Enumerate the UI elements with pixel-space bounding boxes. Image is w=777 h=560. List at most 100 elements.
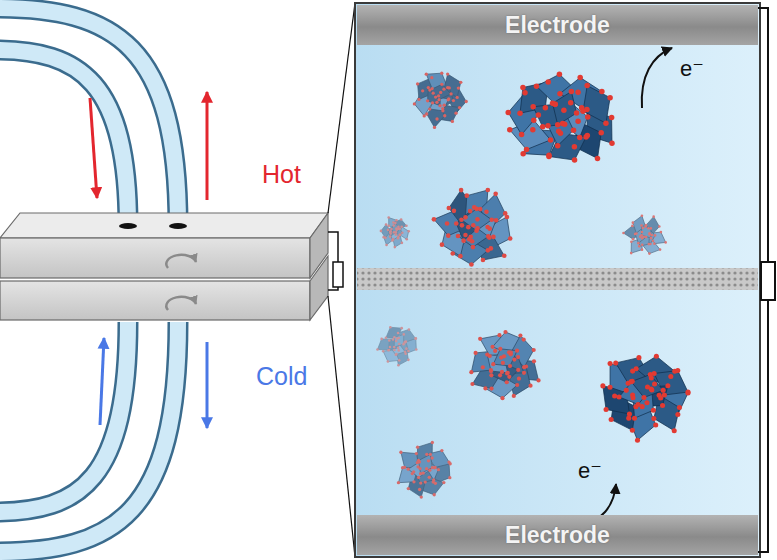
- oxygen-atom: [642, 227, 645, 230]
- oxygen-atom: [397, 364, 400, 367]
- oxygen-atom: [461, 238, 466, 243]
- oxygen-atom: [632, 221, 635, 224]
- oxygen-atom: [408, 328, 411, 331]
- oxygen-atom: [385, 336, 388, 339]
- oxygen-atom: [598, 130, 604, 136]
- oxygen-atom: [407, 359, 410, 362]
- oxygen-atom: [500, 396, 504, 400]
- oxygen-atom: [428, 88, 431, 91]
- oxygen-atom: [675, 412, 680, 417]
- oxygen-atom: [494, 218, 499, 223]
- tube-port: [169, 223, 187, 229]
- octahedron: [553, 92, 577, 125]
- oxygen-atom: [624, 388, 629, 393]
- polyoxometalate-cluster: [469, 330, 540, 400]
- tube-outline: [0, 322, 178, 552]
- oxygen-atom: [660, 403, 665, 408]
- oxygen-atom: [651, 408, 656, 413]
- oxygen-atom: [631, 225, 634, 228]
- oxygen-atom: [434, 95, 437, 98]
- oxygen-atom: [405, 340, 408, 343]
- oxygen-atom: [474, 228, 479, 233]
- oxygen-atom: [530, 127, 536, 133]
- oxygen-atom: [402, 343, 405, 346]
- flow-arrow: [206, 92, 209, 200]
- oxygen-atom: [522, 371, 526, 375]
- oxygen-atom: [540, 124, 546, 130]
- circulation-arrow: [166, 255, 196, 268]
- octahedron: [386, 327, 402, 338]
- oxygen-atom: [659, 248, 662, 251]
- oxygen-atom: [442, 481, 445, 484]
- oxygen-atom: [508, 236, 513, 241]
- oxygen-atom: [448, 86, 451, 89]
- electrode-label: Electrode: [505, 12, 610, 39]
- oxygen-atom: [440, 72, 443, 75]
- oxygen-atom: [398, 227, 401, 230]
- block-top-face: [0, 213, 328, 238]
- oxygen-atom: [532, 359, 536, 363]
- oxygen-atom: [612, 393, 617, 398]
- octahedron: [631, 375, 663, 398]
- oxygen-atom: [640, 234, 643, 237]
- oxygen-atom: [650, 237, 653, 240]
- oxygen-atom: [397, 347, 400, 350]
- oxygen-atom: [426, 99, 429, 102]
- tube-outline: [0, 8, 178, 226]
- oxygen-atom: [640, 224, 643, 227]
- block-side-face: [310, 256, 328, 320]
- oxygen-atom: [652, 381, 657, 386]
- oxygen-atom: [536, 378, 540, 382]
- oxygen-atom: [545, 79, 551, 85]
- oxygen-atom: [485, 188, 490, 193]
- oxygen-atom: [503, 330, 507, 334]
- oxygen-atom: [647, 243, 650, 246]
- electrode-label: Electrode: [505, 522, 610, 549]
- oxygen-atom: [420, 495, 423, 498]
- oxygen-atom: [429, 453, 432, 456]
- oxygen-atom: [661, 388, 666, 393]
- oxygen-atom: [489, 369, 493, 373]
- oxygen-atom: [469, 262, 474, 267]
- oxygen-atom: [387, 229, 390, 232]
- oxygen-atom: [460, 223, 465, 228]
- oxygen-atom: [393, 349, 396, 352]
- oxygen-atom: [548, 137, 554, 143]
- oxygen-atom: [634, 233, 637, 236]
- oxygen-atom: [531, 117, 537, 123]
- oxygen-atom: [455, 96, 458, 99]
- oxygen-atom: [388, 339, 391, 342]
- oxygen-atom: [630, 240, 633, 243]
- oxygen-atom: [428, 476, 431, 479]
- oxygen-atom: [490, 345, 494, 349]
- oxygen-atom: [387, 349, 390, 352]
- octahedron: [493, 349, 517, 366]
- oxygen-atom: [401, 242, 404, 245]
- oxygen-atom: [463, 233, 468, 238]
- tube-outline: [0, 322, 128, 512]
- oxygen-atom: [387, 360, 390, 363]
- oxygen-atom: [469, 370, 473, 374]
- oxygen-atom: [430, 76, 433, 79]
- oxygen-atom: [550, 101, 556, 107]
- oxygen-atom: [644, 400, 649, 405]
- oxygen-atom: [600, 383, 605, 388]
- oxygen-atom: [397, 349, 400, 352]
- oxygen-atom: [388, 349, 391, 352]
- oxygen-atom: [393, 246, 396, 249]
- oxygen-atom: [651, 416, 656, 421]
- oxygen-atom: [398, 343, 401, 346]
- oxygen-atom: [439, 91, 442, 94]
- oxygen-atom: [520, 85, 526, 91]
- cell-panel: [355, 3, 760, 557]
- oxygen-atom: [599, 89, 605, 95]
- oxygen-atom: [412, 480, 415, 483]
- polyoxometalate-cluster: [432, 188, 513, 267]
- oxygen-atom: [433, 493, 436, 496]
- oxygen-atom: [489, 387, 493, 391]
- oxygen-atom: [442, 88, 445, 91]
- oxygen-atom: [402, 333, 405, 336]
- oxygen-atom: [376, 348, 379, 351]
- oxygen-atom: [397, 332, 400, 335]
- oxygen-atom: [395, 340, 398, 343]
